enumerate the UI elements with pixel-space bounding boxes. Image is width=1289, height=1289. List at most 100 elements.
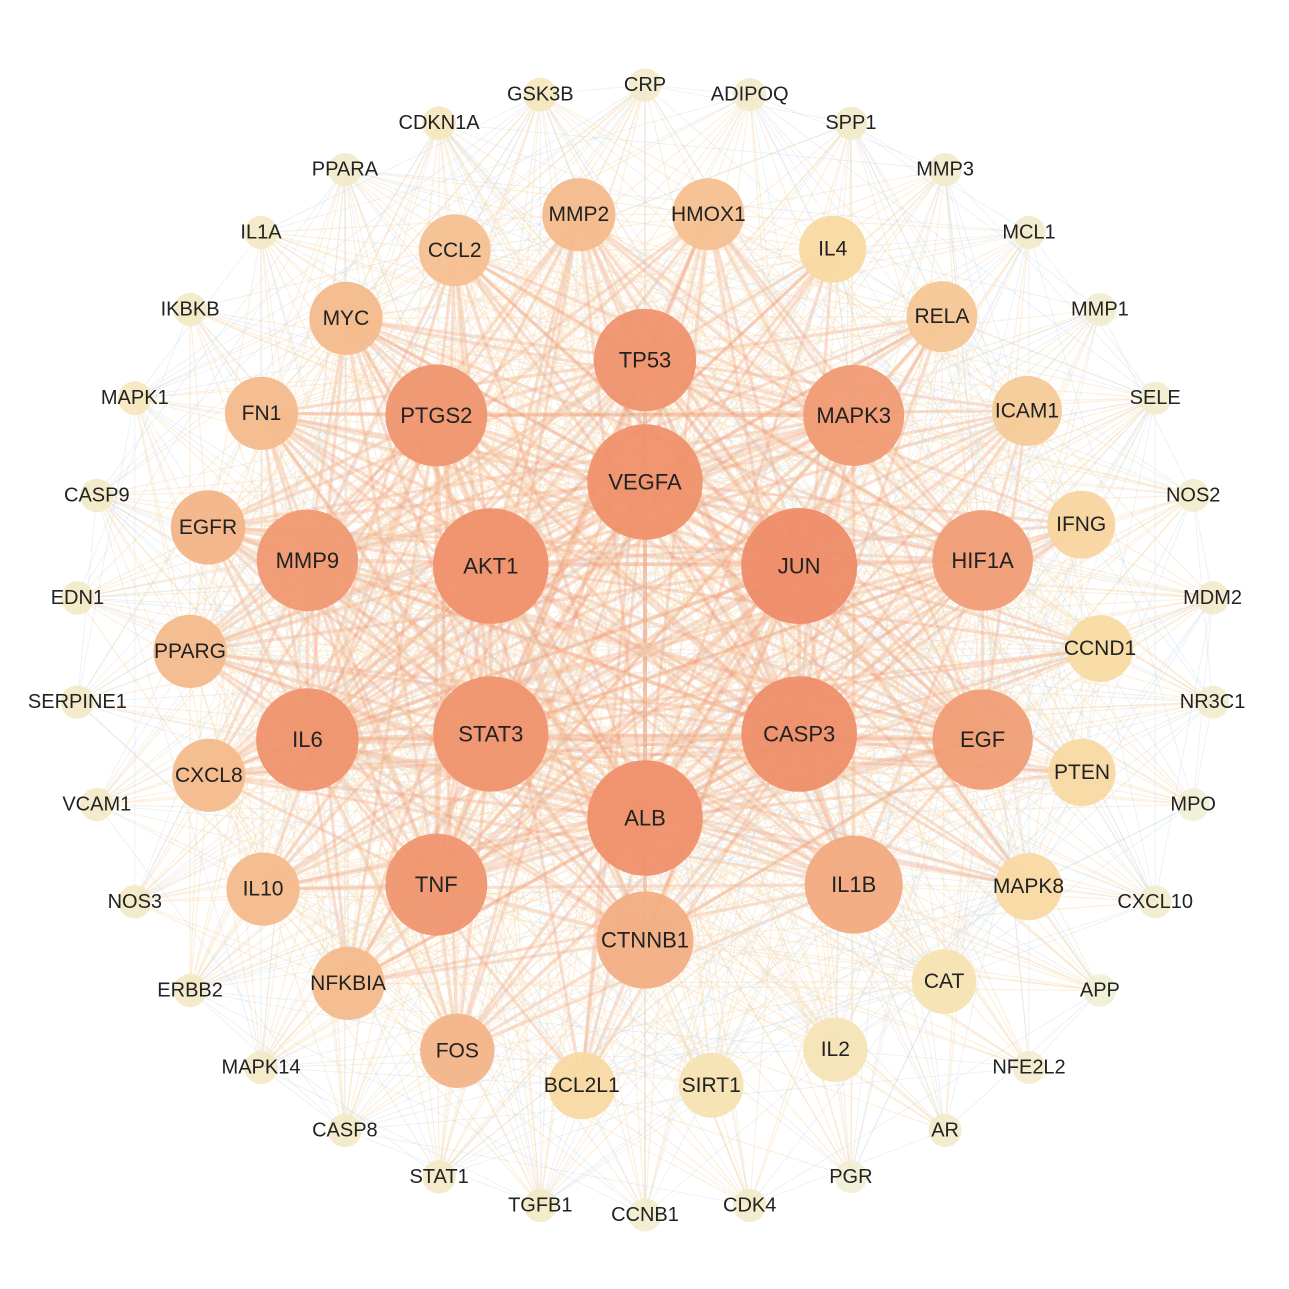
node-AKT1[interactable] [433, 508, 549, 624]
node-GSK3B[interactable] [523, 77, 558, 112]
node-SIRT1[interactable] [678, 1052, 744, 1118]
node-TGFB1[interactable] [523, 1188, 557, 1223]
node-MMP2[interactable] [542, 178, 616, 252]
edge-EGF-IL2 [834, 739, 984, 1050]
node-STAT1[interactable] [422, 1160, 456, 1194]
node-NR3C1[interactable] [1196, 685, 1230, 719]
edge-IL6-ICAM1 [306, 409, 1028, 742]
node-CASP3[interactable] [741, 676, 857, 792]
node-MMP1[interactable] [1083, 293, 1117, 326]
node-IL4[interactable] [799, 215, 867, 283]
edge-JUN-PTEN [798, 564, 1083, 774]
node-CCNB1[interactable] [628, 1198, 662, 1232]
node-CXCL8[interactable] [172, 738, 246, 812]
node-SPP1[interactable] [834, 106, 868, 140]
node-MAPK3[interactable] [803, 364, 905, 466]
node-CDKN1A[interactable] [422, 106, 456, 141]
edge-FOS-CDK4 [457, 1050, 750, 1206]
node-MCL1[interactable] [1012, 215, 1046, 250]
edge-MAPK3-STAT3 [489, 414, 855, 736]
node-ICAM1[interactable] [992, 375, 1062, 446]
node-HIF1A[interactable] [932, 510, 1033, 611]
node-SERPINE1[interactable] [60, 685, 95, 719]
node-VCAM1[interactable] [80, 787, 114, 822]
node-CASP8[interactable] [328, 1113, 362, 1148]
node-IL6[interactable] [256, 688, 359, 791]
node-PTGS2[interactable] [385, 364, 488, 467]
edge-CASP3-FOS [456, 732, 801, 1053]
node-MMP9[interactable] [256, 509, 359, 612]
node-CAT[interactable] [911, 949, 977, 1014]
node-PPARG[interactable] [153, 614, 227, 689]
node-FN1[interactable] [224, 376, 299, 450]
node-STAT3[interactable] [433, 676, 549, 792]
edge-CRP-SERPINE1 [77, 84, 646, 703]
node-label-MPO: MPO [1170, 794, 1216, 816]
node-IL1A[interactable] [244, 215, 278, 250]
edge-IL1B-CXCL8 [208, 773, 854, 887]
node-MPO[interactable] [1176, 788, 1210, 821]
node-ADIPOQ[interactable] [733, 78, 767, 112]
edge-MMP2-VCAM1 [96, 214, 580, 805]
node-JUN[interactable] [741, 508, 858, 624]
node-NFE2L2[interactable] [1012, 1051, 1046, 1084]
node-ERBB2[interactable] [173, 973, 207, 1008]
node-CCL2[interactable] [418, 214, 491, 287]
edge-IL6-CDK4 [306, 739, 751, 1206]
node-IL2[interactable] [803, 1017, 868, 1082]
node-CDK4[interactable] [733, 1188, 767, 1222]
edge-MAPK1-GSK3B [134, 94, 541, 399]
node-NOS3[interactable] [118, 885, 152, 919]
node-ALB[interactable] [587, 760, 703, 876]
node-APP[interactable] [1083, 974, 1117, 1007]
node-IFNG[interactable] [1047, 490, 1116, 559]
node-label-IFNG: IFNG [1056, 513, 1106, 536]
edge-AKT1-IL10 [261, 565, 493, 891]
node-EDN1[interactable] [60, 581, 95, 615]
edge-IL2-CDKN1A [438, 123, 836, 1050]
edge-STAT3-NOS3 [134, 733, 492, 903]
node-PTEN[interactable] [1048, 739, 1116, 807]
node-EGF[interactable] [932, 689, 1033, 790]
edge-FOS-PPARG [189, 651, 458, 1052]
node-CCND1[interactable] [1066, 615, 1134, 682]
node-MMP3[interactable] [928, 153, 962, 187]
node-MDM2[interactable] [1196, 581, 1230, 615]
node-FOS[interactable] [420, 1013, 495, 1088]
node-IL10[interactable] [226, 852, 300, 926]
node-PGR[interactable] [834, 1160, 868, 1194]
node-CASP9[interactable] [80, 478, 114, 513]
edge-TP53-NOS2 [644, 359, 1194, 496]
node-AR[interactable] [928, 1113, 962, 1147]
node-NOS2[interactable] [1176, 478, 1210, 512]
node-IKBKB[interactable] [173, 292, 207, 327]
node-CXCL10[interactable] [1138, 885, 1172, 919]
edge-SIRT1-TGFB1 [540, 1084, 712, 1206]
edge-NFKBIA-NOS3 [134, 901, 349, 984]
node-MYC[interactable] [309, 281, 383, 355]
node-PPARA[interactable] [328, 153, 362, 187]
node-MAPK1[interactable] [117, 381, 152, 416]
node-MAPK8[interactable] [994, 853, 1063, 921]
node-TNF[interactable] [385, 833, 488, 936]
edge-CCL2-ADIPOQ [454, 94, 750, 251]
node-BCL2L1[interactable] [548, 1052, 616, 1120]
edge-JUN-ADIPOQ [749, 94, 800, 567]
node-IL1B[interactable] [804, 835, 903, 934]
node-SELE[interactable] [1138, 381, 1172, 415]
node-HMOX1[interactable] [672, 178, 745, 251]
edge-CTNNB1-SELE [644, 397, 1156, 941]
edge-AKT1-BCL2L1 [489, 565, 584, 1086]
edge-SELE-CDKN1A [438, 122, 1156, 399]
node-VEGFA[interactable] [587, 424, 703, 540]
node-CTNNB1[interactable] [596, 891, 694, 989]
node-CRP[interactable] [628, 68, 662, 102]
node-TP53[interactable] [593, 308, 697, 412]
node-EGFR[interactable] [170, 490, 246, 565]
edge-MAPK8-BCL2L1 [581, 886, 1029, 1087]
edge-MAPK3-CRP [644, 84, 855, 416]
edge-HIF1A-BCL2L1 [581, 560, 984, 1087]
node-MAPK14[interactable] [244, 1050, 278, 1085]
node-NFKBIA[interactable] [311, 946, 385, 1021]
node-RELA[interactable] [906, 281, 978, 352]
